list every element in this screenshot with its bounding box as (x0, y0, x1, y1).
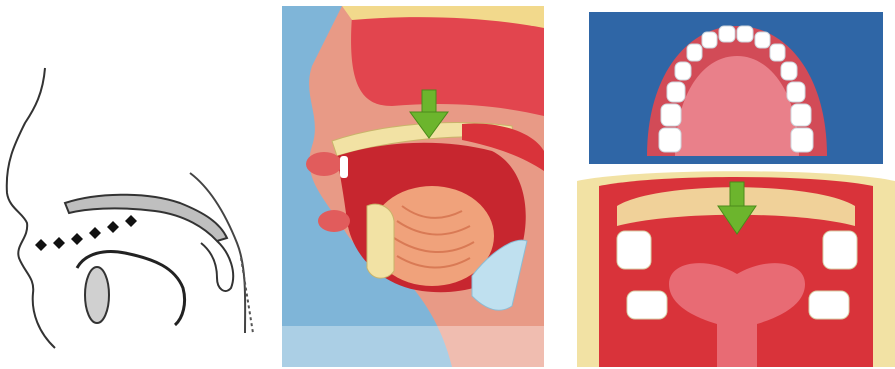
sagittal-illustration-panel (282, 6, 544, 367)
fade-overlay (282, 326, 544, 367)
soft-palate-line (201, 241, 233, 291)
palate-shape (65, 195, 227, 241)
sketch-illustration (5, 63, 273, 355)
nasal-cavity (351, 11, 544, 116)
diamond-markers (35, 215, 137, 251)
sagittal-illustration (282, 6, 544, 367)
upper-tooth (340, 156, 348, 178)
sketch-panel (5, 63, 273, 355)
face-profile-line (7, 68, 55, 348)
throat-line (190, 173, 245, 333)
palate-mouth-panel (577, 6, 895, 367)
upper-lip (306, 152, 342, 176)
lower-lip (318, 210, 350, 232)
jaw-bone (367, 204, 394, 278)
jaw-bone (85, 267, 109, 323)
palate-mouth-illustration (577, 6, 895, 367)
